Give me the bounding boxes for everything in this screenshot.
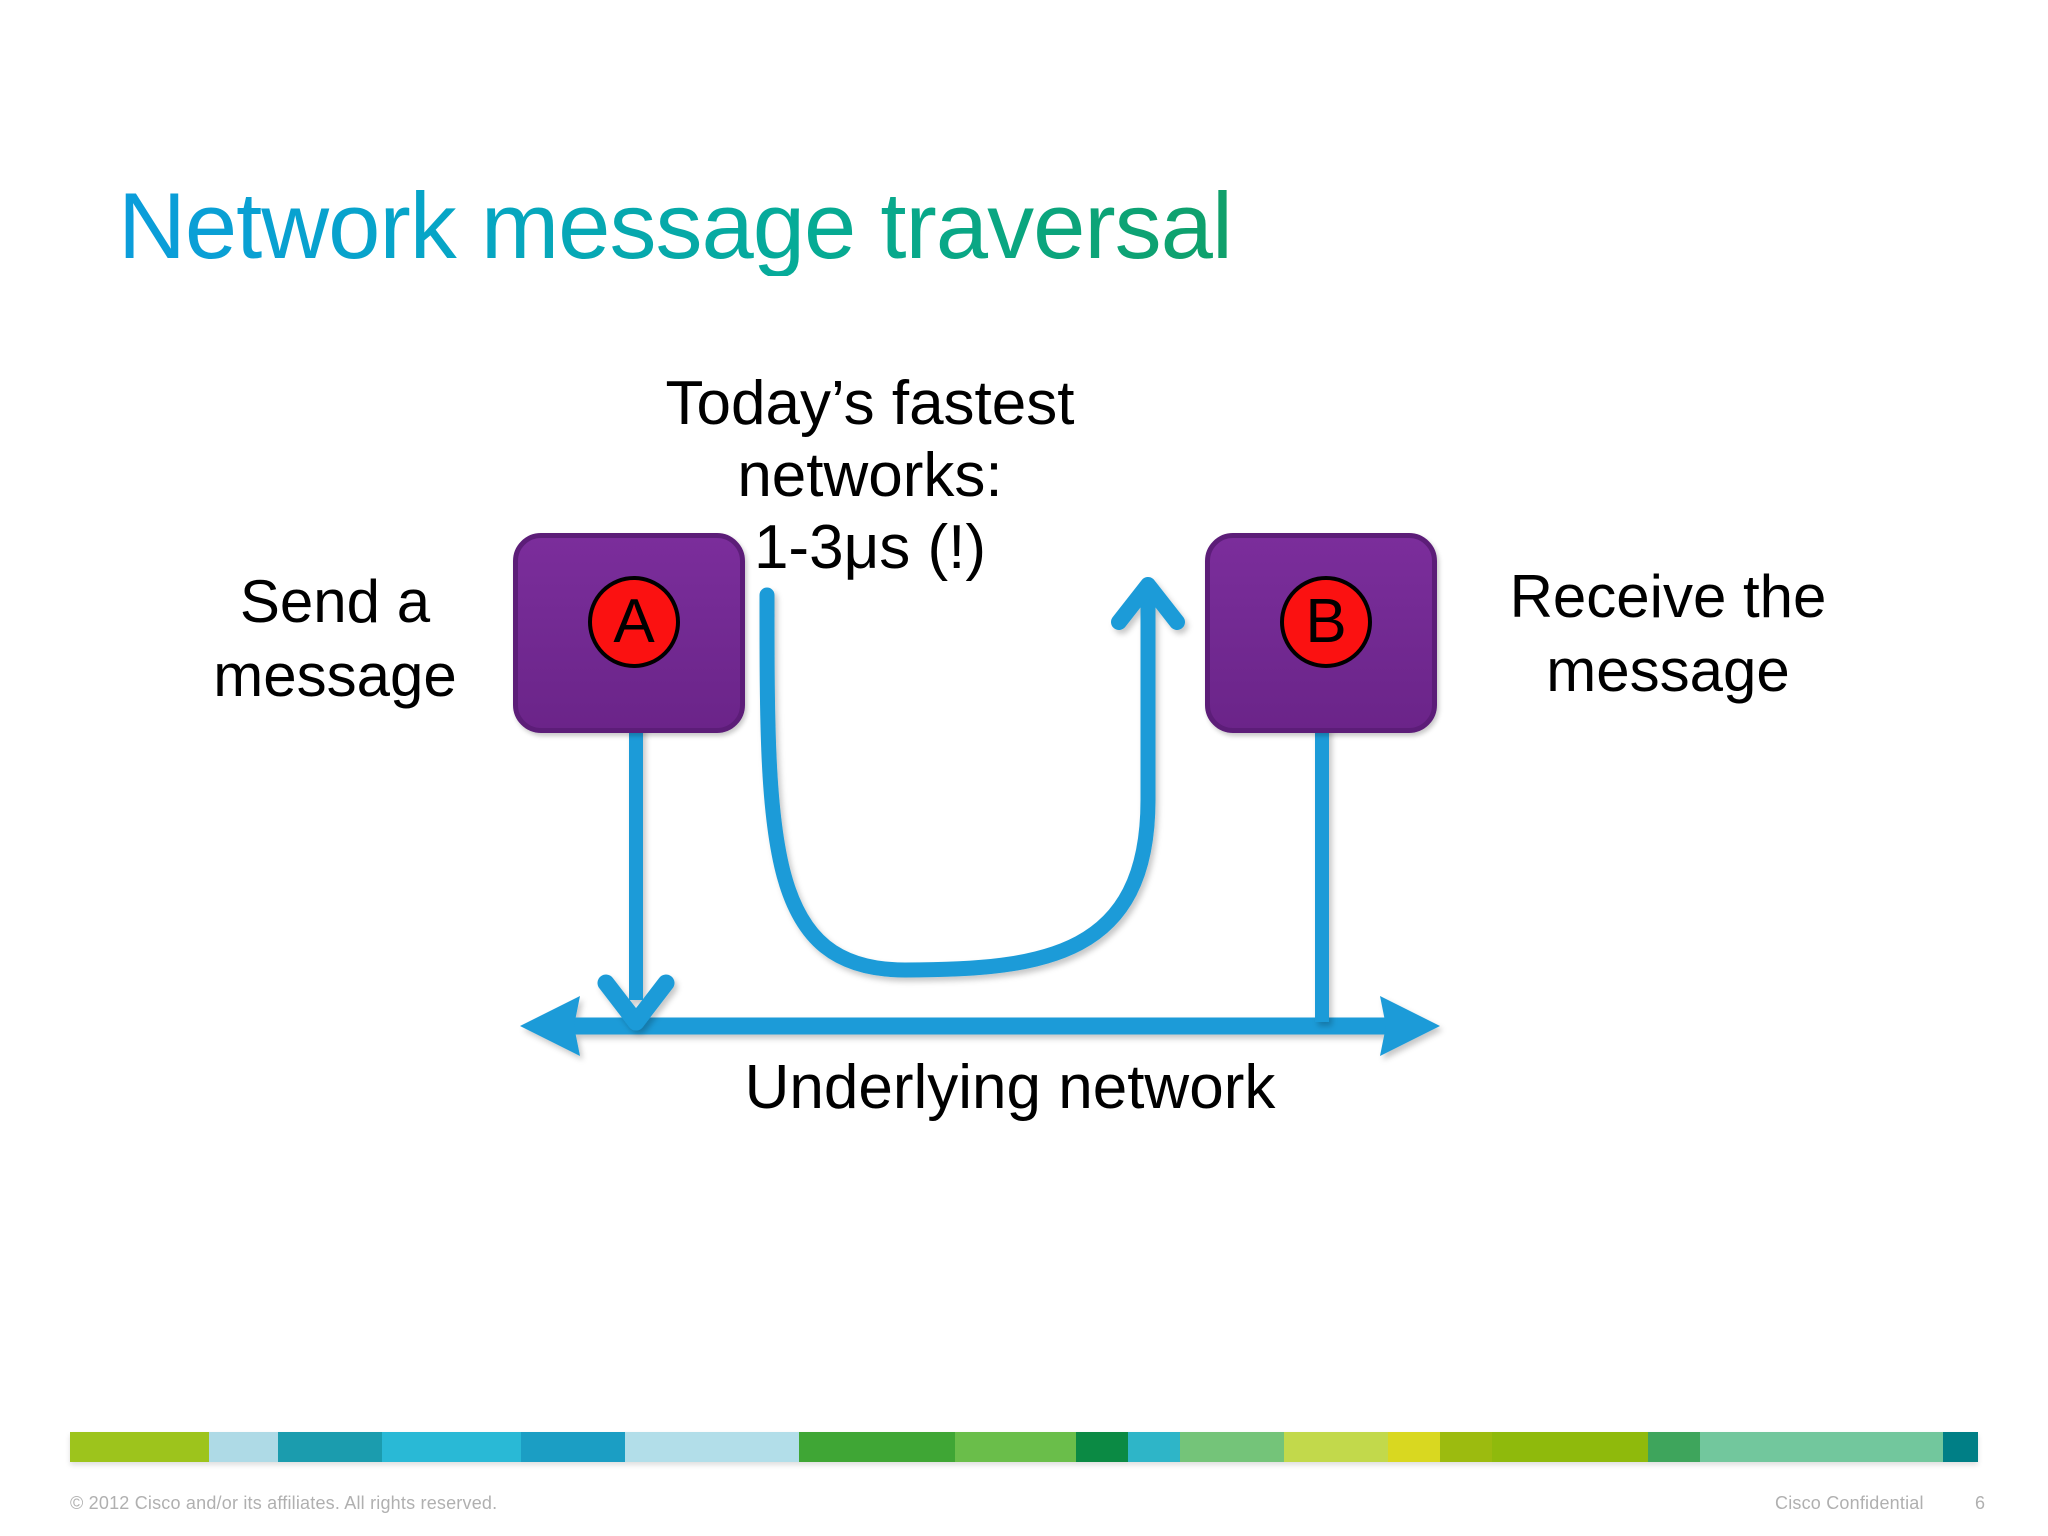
footer-bar-segment-3: [278, 1432, 383, 1462]
footer-confidential-label: Cisco Confidential: [1775, 1493, 1924, 1513]
send-message-label: Send a message: [170, 565, 500, 713]
subtitle-block: Today’s fastest networks: 1-3μs (!): [560, 368, 1180, 584]
send-message-label-line-1: Send a: [239, 568, 431, 635]
subtitle-line-2: 1-3μs (!): [753, 513, 987, 582]
footer-bar-segment-16: [1648, 1432, 1701, 1462]
receive-message-label-line-2: message: [1546, 637, 1790, 704]
node-b-circle: B: [1280, 576, 1372, 668]
footer-bar-segment-7: [798, 1432, 955, 1462]
footer-copyright: © 2012 Cisco and/or its affiliates. All …: [70, 1493, 498, 1513]
footer-bar-segment-11: [1180, 1432, 1285, 1462]
network-traversal-curve: [759, 577, 1185, 978]
footer-bar-segment-10: [1128, 1432, 1181, 1462]
receive-message-label-line-1: Receive the: [1509, 563, 1827, 630]
footer-bar-segment-5: [520, 1432, 626, 1462]
footer-bar-segment-6: [625, 1432, 799, 1462]
footer-bar-segment-18: [1943, 1432, 1978, 1462]
footer-bar-segment-8: [954, 1432, 1077, 1462]
footer-bar-segment-1: [70, 1432, 209, 1462]
node-a-box[interactable]: A: [513, 533, 745, 733]
subtitle-line-1: Today’s fastest networks:: [665, 369, 1075, 510]
node-b-box[interactable]: B: [1205, 533, 1437, 733]
footer-bar-segment-15: [1492, 1432, 1649, 1462]
underlying-network-axis-arrow: [520, 996, 1440, 1056]
footer-bar-segment-14: [1440, 1432, 1493, 1462]
send-message-label-line-2: message: [213, 642, 457, 709]
footer-bar-segment-9: [1076, 1432, 1129, 1462]
underlying-network-label: Underlying network: [744, 1053, 1276, 1122]
footer-bar-segment-2: [208, 1432, 279, 1462]
node-a-circle: A: [588, 576, 680, 668]
footer-bar-segment-12: [1284, 1432, 1389, 1462]
receive-message-label: Receive the message: [1458, 560, 1878, 708]
page-title: Network message traversal: [118, 173, 1233, 278]
footer-color-bar: [70, 1432, 1978, 1462]
footer-bar-segment-4: [382, 1432, 521, 1462]
footer-bar-segment-17: [1700, 1432, 1944, 1462]
footer-page-number: 6: [1975, 1493, 1986, 1513]
footer-bar-segment-13: [1388, 1432, 1441, 1462]
